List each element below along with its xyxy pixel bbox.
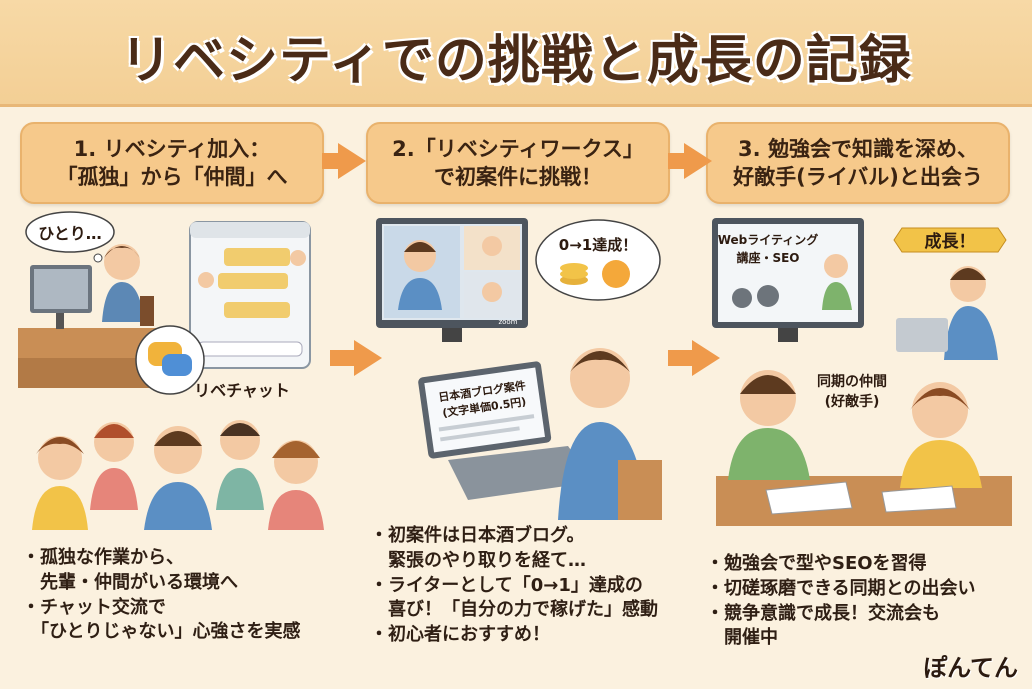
scene-arrow-1-icon [354, 340, 382, 376]
step-2-bullet-line: ・ライターとして「0→1」達成の [370, 574, 643, 596]
step-2-bullet-line: ・初案件は日本酒ブログ。 [370, 525, 585, 546]
step-3-bullet-line: ・勉強会で型やSEOを習得 [706, 553, 927, 574]
board-line2: 講座・SEO [736, 250, 799, 265]
achievement-text: 0→1達成！ [559, 236, 637, 254]
step-3-line1: 3. 勉強会で知識を深め、 [738, 136, 978, 161]
step-3-bullet-line: ・切磋琢磨できる同期との出会い [706, 577, 976, 599]
step-2-bullets: ・初案件は日本酒ブログ。 緊張のやり取りを経て… ・ライターとして「0→1」達成… [370, 524, 658, 648]
peer-line2: (好敵手) [825, 393, 880, 410]
scene-1-illustration: ひとり… リベチャット [18, 211, 324, 530]
working-person-icon [570, 348, 630, 408]
growth-ribbon [893, 227, 1007, 253]
scene-arrow-2-stem [668, 350, 694, 366]
friends-group-icon [32, 420, 324, 530]
scene-arrow-2-icon [692, 340, 720, 376]
step-1-bullet-line: 「ひとりじゃない」心強さを実感 [22, 621, 301, 643]
step-3-line2: 好敵手(ライバル)と出会う [733, 165, 983, 189]
step-1-bullet-line: ・孤独な作業から、 [22, 547, 184, 568]
scene-2-illustration: zoom 0→1達成！ 日本酒ブログ案件 (文字単価0.5円) [376, 218, 662, 520]
thought-text: ひとり… [38, 224, 102, 243]
step-1-line1: 1. リベシティ加入： [73, 136, 271, 161]
step-3-bullet-line: ・競争意識で成長！交流会も [706, 602, 940, 624]
step-2-header: 2.「リベシティワークス」 で初案件に挑戦！ [366, 122, 670, 204]
step-1-bullet-line: ・チャット交流で [22, 596, 166, 618]
scene-arrow-1-stem [330, 350, 356, 366]
lonely-person-icon [104, 244, 140, 280]
step-2-bullet-line: ・初心者におすすめ！ [370, 624, 550, 646]
laptop-small-icon [896, 318, 948, 352]
step-2-line1: 2.「リベシティワークス」 [392, 136, 644, 161]
step-3-header: 3. 勉強会で知識を深め、 好敵手(ライバル)と出会う [706, 122, 1010, 204]
desk-front [18, 358, 158, 388]
step-3-bullet-line: 開催中 [706, 627, 778, 649]
step-2-bullet-line: 喜び！「自分の力で稼げた」感動 [370, 599, 658, 621]
page-title: リベシティでの挑戦と成長の記録 [120, 31, 912, 91]
title-band: リベシティでの挑戦と成長の記録 [0, 0, 1032, 107]
step-2-line2: で初案件に挑戦！ [434, 165, 602, 189]
achievement-bubble [535, 219, 661, 301]
author-signature: ぽんてん [923, 654, 1018, 682]
header-arrow-2-stem [668, 153, 688, 169]
peer-line1: 同期の仲間 [817, 373, 887, 390]
ribbon-text: 成長！ [925, 231, 976, 252]
sun-icon [602, 260, 630, 288]
desk [18, 328, 158, 362]
header-arrow-2-icon [684, 143, 712, 179]
header-arrow-1-icon [338, 143, 366, 179]
step-2-bullet-line: 緊張のやり取りを経て… [370, 549, 586, 571]
board-line1: Webライティング [718, 232, 819, 247]
step-1-line2: 「孤独」から「仲間」へ [56, 165, 288, 189]
step-3-bullets: ・勉強会で型やSEOを習得 ・切磋琢磨できる同期との出会い ・競争意識で成長！交… [706, 552, 975, 651]
chat-label: リベチャット [194, 381, 290, 400]
step-1-bullet-line: 先輩・仲間がいる環境へ [22, 571, 238, 593]
header-arrow-1-stem [322, 153, 342, 169]
scene-3-illustration: Webライティング 講座・SEO 成長！ 同期の仲間 (好敵手) [712, 218, 1012, 526]
zoom-label: zoom [498, 318, 517, 326]
step-1-bullets: ・孤独な作業から、 先輩・仲間がいる環境へ ・チャット交流で 「ひとりじゃない」… [22, 546, 300, 645]
step-1-header: 1. リベシティ加入： 「孤独」から「仲間」へ [20, 122, 324, 204]
thought-bubble [25, 211, 115, 253]
